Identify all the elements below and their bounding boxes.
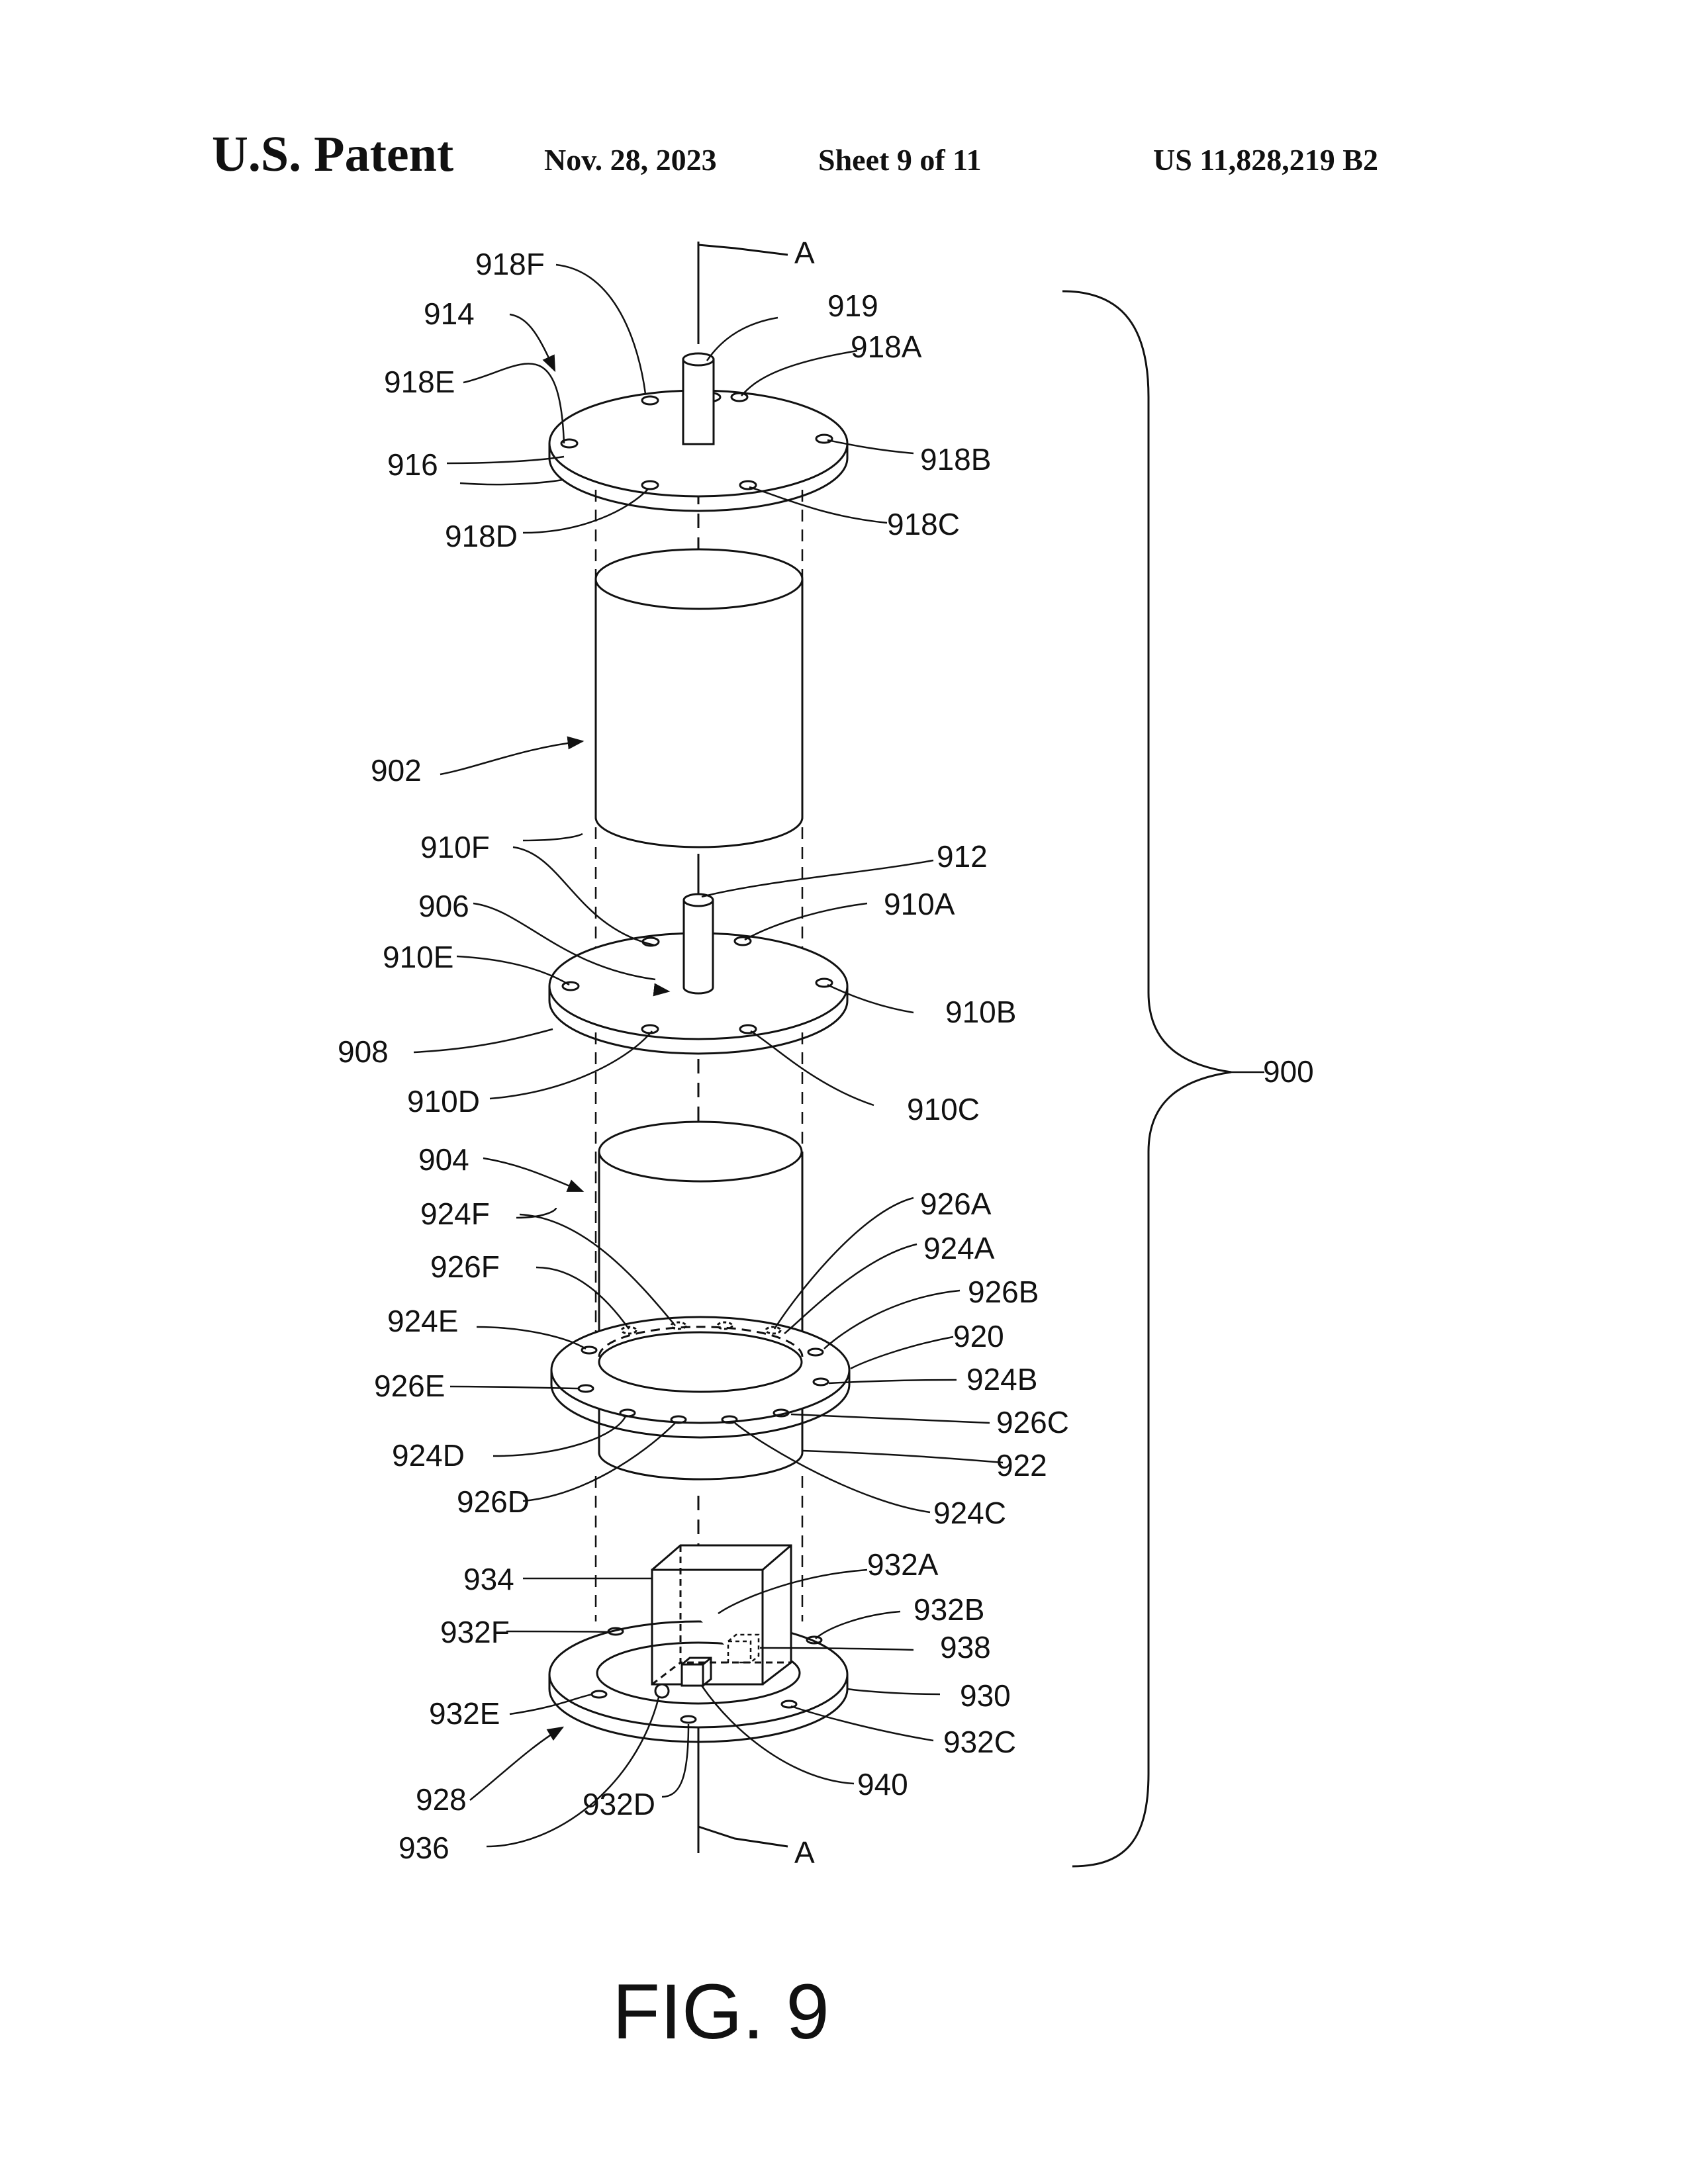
assembly-brace (1062, 291, 1231, 1866)
ref-936: 936 (399, 1831, 449, 1865)
ref-926F: 926F (430, 1250, 500, 1284)
ref-926E: 926E (374, 1369, 445, 1403)
ref-924D: 924D (392, 1438, 465, 1473)
ref-910A: 910A (884, 887, 955, 921)
flange-920 (551, 1317, 849, 1479)
ref-924E: 924E (387, 1304, 458, 1338)
ref-932B: 932B (914, 1592, 984, 1627)
ref-940: 940 (857, 1767, 908, 1801)
ref-904: 904 (418, 1142, 469, 1177)
ref-938: 938 (940, 1630, 991, 1664)
box-934 (652, 1545, 791, 1684)
axis-label-bottom: A (794, 1835, 815, 1870)
ref-900: 900 (1263, 1054, 1314, 1089)
ref-926A: 926A (920, 1187, 992, 1221)
ref-916: 916 (387, 447, 438, 482)
ref-924F: 924F (420, 1197, 490, 1231)
ref-932F: 932F (440, 1615, 510, 1649)
ref-918B: 918B (920, 442, 991, 477)
ref-918A: 918A (851, 330, 922, 364)
ref-926B: 926B (968, 1275, 1039, 1309)
ref-924C: 924C (933, 1496, 1006, 1530)
ref-910C: 910C (907, 1092, 980, 1126)
pin-919 (683, 353, 714, 444)
ref-932D: 932D (583, 1787, 655, 1821)
ref-906: 906 (418, 889, 469, 923)
ref-926C: 926C (996, 1405, 1069, 1439)
ref-902: 902 (371, 753, 422, 788)
ref-908: 908 (338, 1034, 389, 1069)
ref-918F: 918F (475, 247, 545, 281)
ref-918E: 918E (384, 365, 455, 399)
cylinder-902 (596, 549, 802, 847)
ref-926D: 926D (457, 1484, 530, 1519)
ref-932C: 932C (943, 1725, 1016, 1759)
ref-910E: 910E (383, 940, 453, 974)
ref-920: 920 (953, 1319, 1004, 1353)
ref-910D: 910D (407, 1084, 480, 1118)
ref-912: 912 (937, 839, 988, 874)
ref-918D: 918D (445, 519, 518, 553)
ref-932E: 932E (429, 1696, 500, 1731)
ref-930: 930 (960, 1678, 1011, 1713)
axis-label-top: A (794, 236, 815, 270)
ref-924A: 924A (923, 1231, 995, 1265)
ref-910B: 910B (945, 995, 1016, 1029)
ref-922: 922 (996, 1448, 1047, 1482)
ref-918C: 918C (887, 507, 960, 541)
figure-title: FIG. 9 (612, 1968, 829, 2056)
ref-924B: 924B (966, 1362, 1037, 1396)
ref-910F: 910F (420, 830, 490, 864)
ref-928: 928 (416, 1782, 467, 1817)
ref-934: 934 (463, 1562, 514, 1596)
ref-932A: 932A (867, 1547, 939, 1582)
ref-914: 914 (424, 296, 475, 331)
leader-lines (414, 265, 1264, 1846)
ref-919: 919 (827, 289, 878, 323)
